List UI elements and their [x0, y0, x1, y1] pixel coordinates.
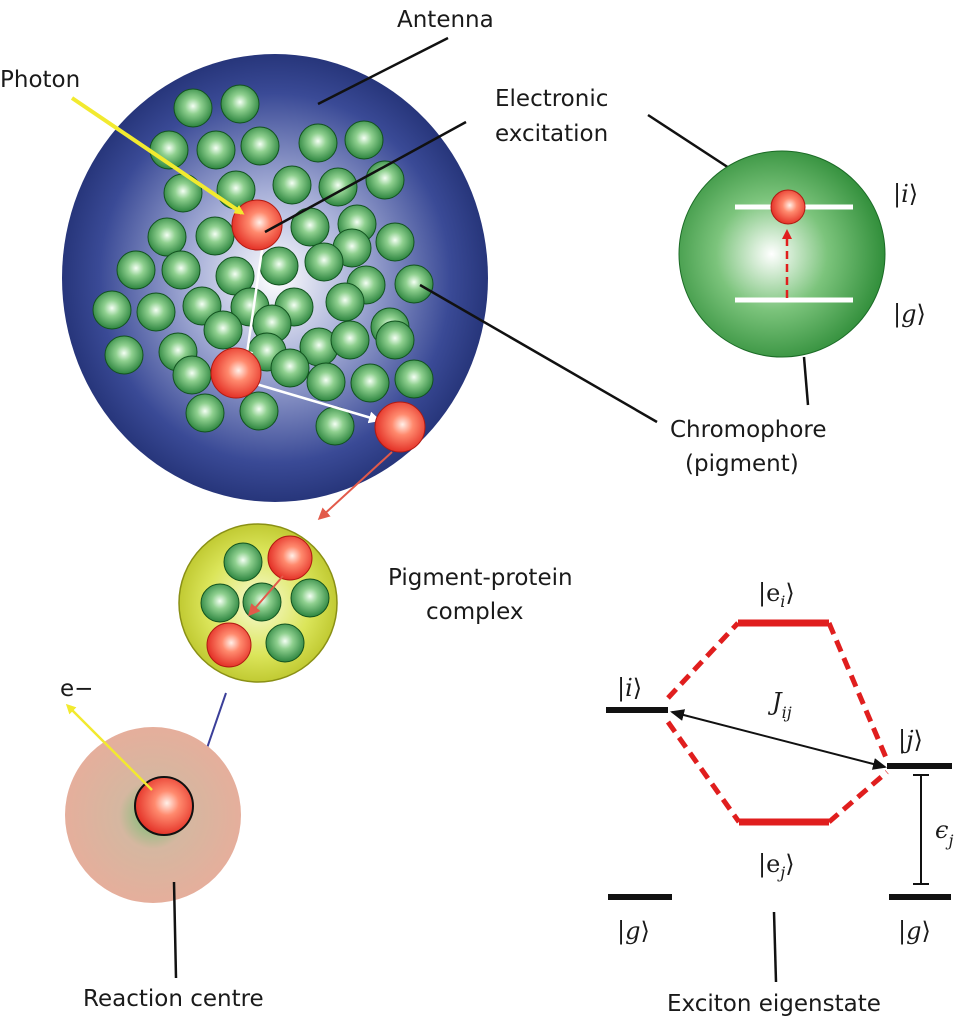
excitation-label-line2: excitation	[495, 121, 608, 147]
ppc-pigments	[200, 542, 330, 663]
chromophore-stem	[802, 356, 810, 406]
lower-eigenstate-ket: |ej⟩	[758, 850, 795, 882]
pigment-sphere	[203, 310, 243, 350]
chromophore-electron	[770, 189, 806, 225]
energy-label: ϵj	[935, 816, 953, 850]
ppc-transfer-arrow	[248, 575, 284, 617]
ground-right-ket: |g⟩	[898, 917, 931, 946]
chromophore-label-line2: (pigment)	[685, 451, 799, 477]
pigment-sphere	[200, 583, 240, 623]
ground-left-ket: |g⟩	[617, 917, 650, 946]
pigment-sphere	[350, 363, 390, 403]
ppc-label-line2: complex	[426, 599, 523, 625]
electron-label: e−	[60, 676, 93, 702]
pigment-sphere	[173, 88, 213, 128]
pigment-sphere	[104, 335, 144, 375]
pigment-sphere	[242, 582, 282, 622]
ppc-label-line1: Pigment-protein	[388, 565, 573, 591]
pigment-sphere	[196, 130, 236, 170]
antenna-pigments	[92, 84, 434, 446]
coupling-arrow	[670, 709, 887, 770]
excitation-label-line1: Electronic	[495, 86, 608, 112]
pigment-sphere	[315, 406, 355, 446]
pigment-sphere	[290, 578, 330, 618]
exciton-eigenstate-label: Exciton eigenstate	[667, 991, 881, 1017]
antenna-pointer	[317, 36, 449, 106]
pigment-sphere	[298, 123, 338, 163]
pigment-sphere	[375, 320, 415, 360]
dash-i-lower	[665, 720, 742, 824]
pigment-sphere	[92, 290, 132, 330]
pigment-sphere	[147, 217, 187, 257]
ppc-excited-pigment-1	[267, 535, 313, 581]
pigment-sphere	[270, 348, 310, 388]
pigment-sphere	[304, 242, 344, 282]
photon-arrow	[70, 96, 245, 215]
excited-pigment-1	[231, 199, 283, 251]
pigment-sphere	[220, 84, 260, 124]
pigment-sphere	[172, 355, 212, 395]
pigment-sphere	[330, 320, 370, 360]
pigment-sphere	[344, 120, 384, 160]
pigment-sphere	[239, 391, 279, 431]
dash-i-upper	[666, 621, 740, 700]
pigment-sphere	[306, 362, 346, 402]
pigment-sphere	[259, 246, 299, 286]
reaction-centre-stem	[172, 881, 178, 979]
pigment-sphere	[116, 250, 156, 290]
photon-label: Photon	[0, 67, 80, 93]
excitation-pointer	[264, 120, 467, 234]
pigment-sphere	[240, 126, 280, 166]
chromophore-label-line1: Chromophore	[670, 417, 827, 443]
transfer-arrow-2	[255, 382, 381, 424]
chromophore-excited-ket: |i⟩	[893, 180, 918, 209]
electron-arrow	[65, 703, 153, 791]
chromophore-ground-ket: |g⟩	[893, 300, 926, 329]
exciton-stem	[772, 911, 778, 983]
chromophore	[678, 150, 886, 358]
site-j-ket: |j⟩	[898, 726, 923, 755]
transfer-arrow-1	[241, 249, 264, 363]
reaction-centre-pigment	[134, 776, 194, 836]
site-i-ket: |i⟩	[617, 674, 642, 703]
pigment-sphere	[394, 264, 434, 304]
pigment-sphere	[223, 542, 263, 582]
dash-lower-j	[827, 770, 889, 824]
excited-pigment-2	[210, 347, 262, 399]
ppc-excited-pigment-2	[206, 622, 252, 668]
excited-pigment-3	[374, 401, 426, 453]
pigment-sphere	[265, 623, 305, 663]
dash-upper-j	[826, 622, 890, 761]
antenna-label: Antenna	[397, 7, 494, 33]
chromophore-pointer	[419, 283, 658, 424]
coupling-label: Jij	[767, 688, 792, 722]
pigment-sphere	[195, 216, 235, 256]
pigment-sphere	[394, 359, 434, 399]
upper-eigenstate-ket: |ei⟩	[758, 579, 795, 611]
pigment-sphere	[375, 222, 415, 262]
pigment-sphere	[136, 292, 176, 332]
reaction-centre-label: Reaction centre	[83, 986, 264, 1012]
pigment-sphere	[185, 393, 225, 433]
pigment-sphere	[161, 250, 201, 290]
antenna-to-ppc-arrow	[317, 451, 393, 521]
pigment-sphere	[272, 165, 312, 205]
pigment-sphere	[325, 282, 365, 322]
